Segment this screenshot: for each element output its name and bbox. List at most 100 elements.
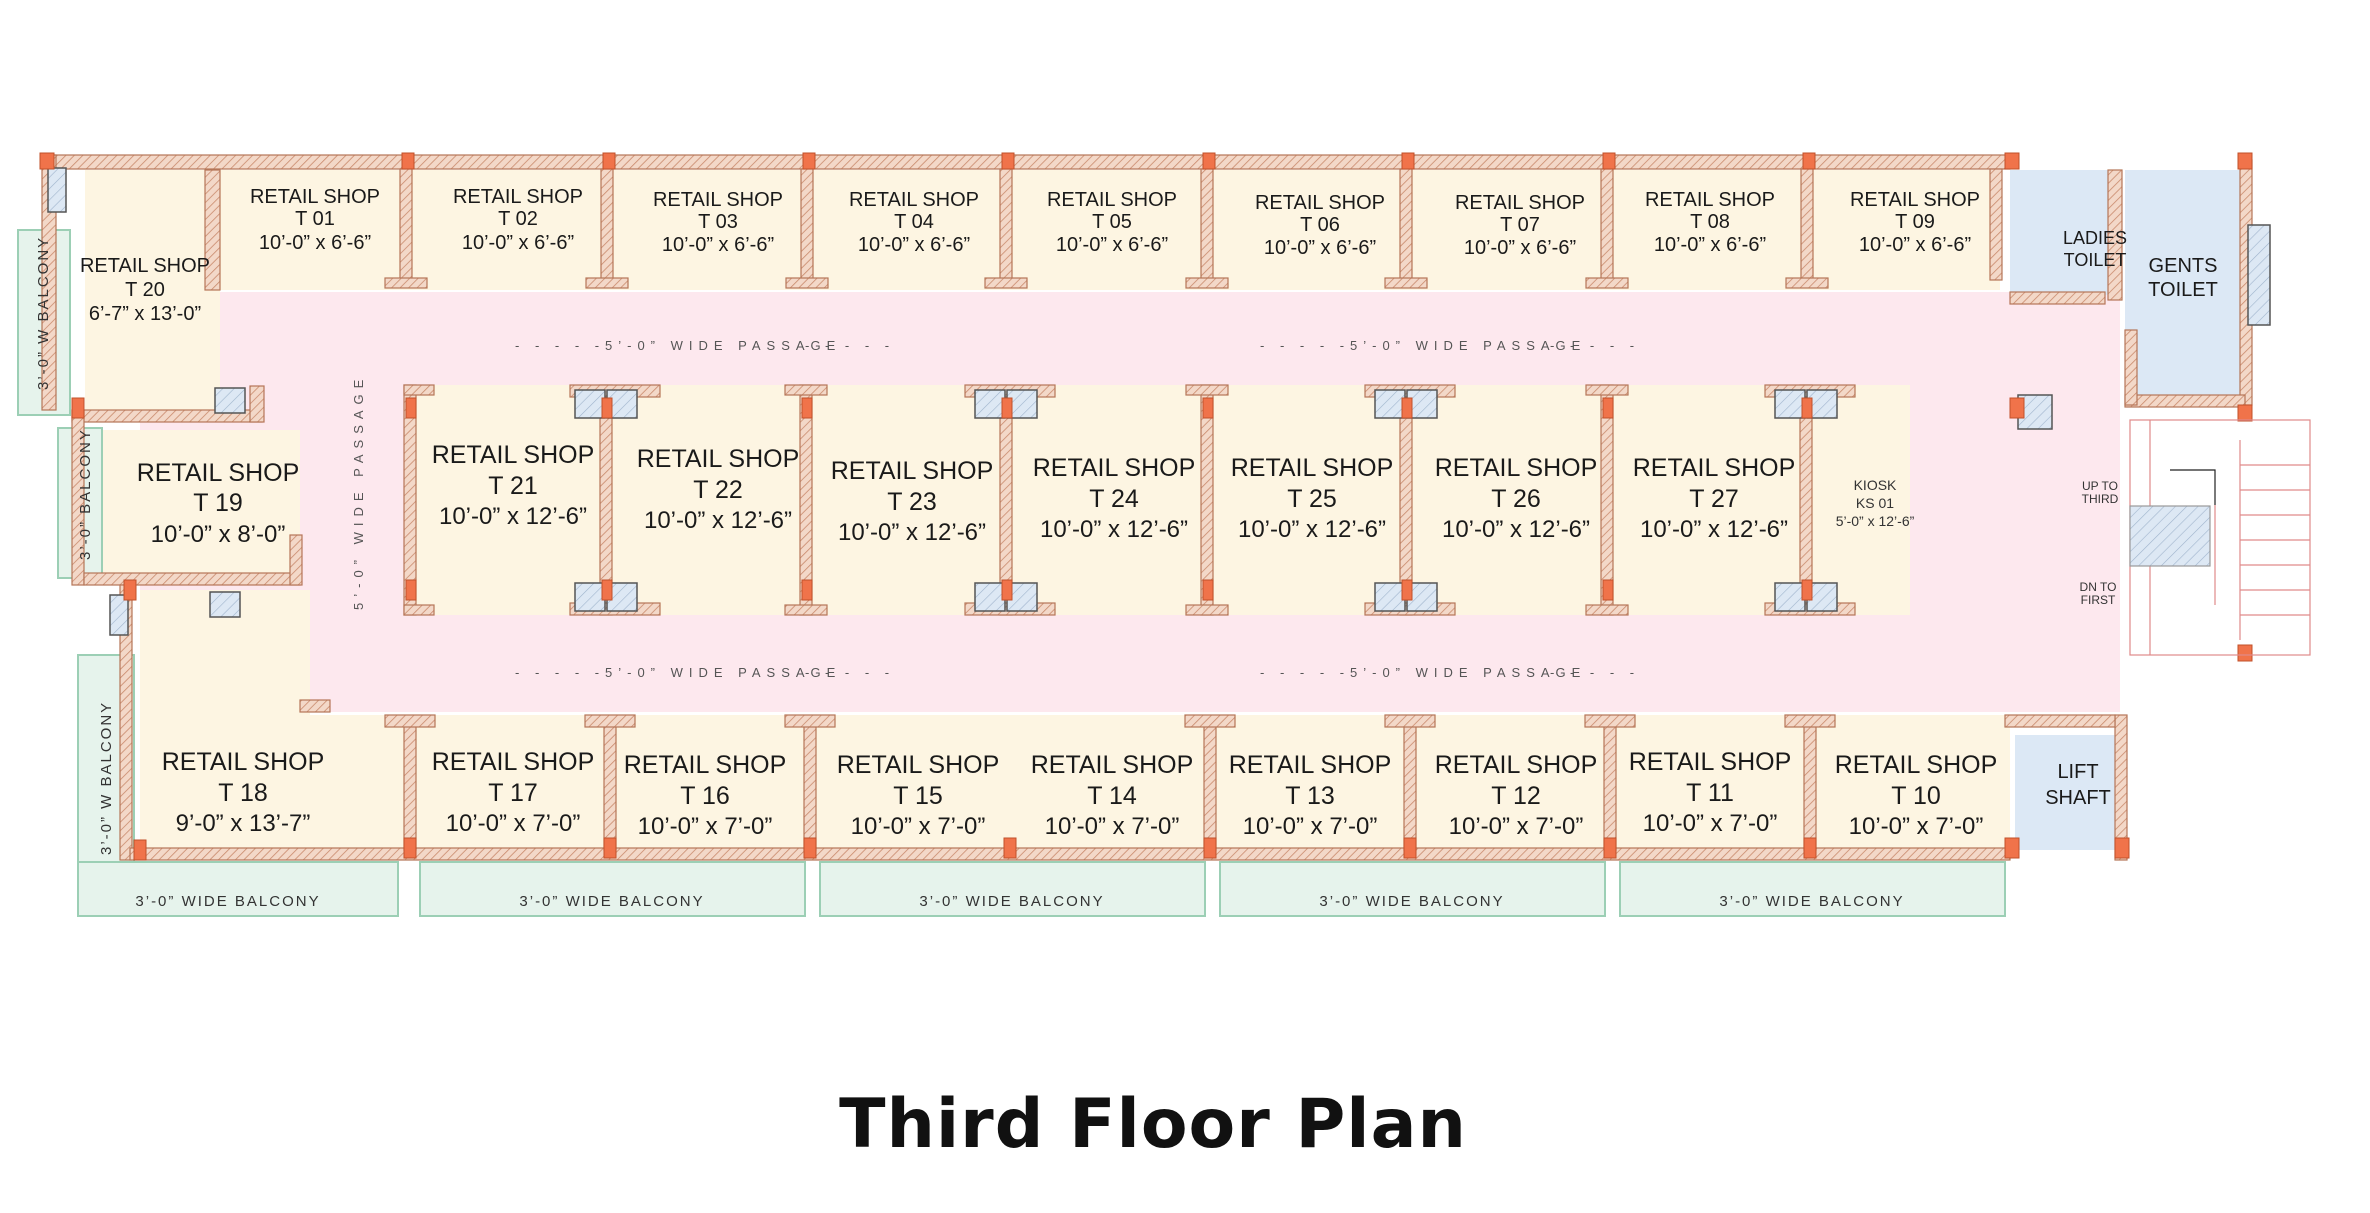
- svg-text:RETAIL SHOP: RETAIL SHOP: [1835, 751, 1998, 779]
- svg-text:T 02: T 02: [498, 208, 538, 230]
- svg-text:3’-0” WIDE BALCONY: 3’-0” WIDE BALCONY: [135, 893, 320, 910]
- svg-text:5’-0” x 12’-6”: 5’-0” x 12’-6”: [1836, 513, 1915, 529]
- svg-text:RETAIL SHOP: RETAIL SHOP: [837, 751, 1000, 779]
- svg-text:9’-0” x 13’-7”: 9’-0” x 13’-7”: [176, 810, 311, 837]
- svg-text:THIRD: THIRD: [2082, 492, 2119, 506]
- svg-text:10’-0” x 6’-6”: 10’-0” x 6’-6”: [1859, 234, 1971, 256]
- svg-text:RETAIL SHOP: RETAIL SHOP: [1255, 192, 1385, 214]
- shop-t18: RETAIL SHOP T 18 9’-0” x 13’-7”: [162, 748, 325, 837]
- svg-text:RETAIL SHOP: RETAIL SHOP: [849, 189, 979, 211]
- passage-label-vertical: 5’-0” WIDE PASSAGE: [351, 374, 366, 610]
- svg-text:T 20: T 20: [125, 279, 165, 301]
- staircase: [2129, 419, 2311, 656]
- svg-text:10’-0” x 6’-6”: 10’-0” x 6’-6”: [1056, 234, 1168, 256]
- svg-text:- - - - -: - - - - -: [1550, 665, 1640, 680]
- svg-text:RETAIL SHOP: RETAIL SHOP: [1633, 454, 1796, 482]
- passage-label-top-left: 5’-0” WIDE PASSAGE: [605, 338, 841, 353]
- svg-text:UP TO: UP TO: [2082, 479, 2118, 493]
- svg-text:10’-0” x 6’-6”: 10’-0” x 6’-6”: [1464, 237, 1576, 259]
- svg-text:T 26: T 26: [1491, 485, 1541, 513]
- svg-text:10’-0” x 12’-6”: 10’-0” x 12’-6”: [439, 503, 587, 530]
- svg-text:10’-0” x 12’-6”: 10’-0” x 12’-6”: [1640, 516, 1788, 543]
- svg-text:RETAIL SHOP: RETAIL SHOP: [831, 457, 994, 485]
- svg-text:RETAIL SHOP: RETAIL SHOP: [637, 445, 800, 473]
- svg-text:T 10: T 10: [1891, 782, 1941, 810]
- svg-text:10’-0” x 7’-0”: 10’-0” x 7’-0”: [1449, 813, 1584, 840]
- svg-text:10’-0” x 7’-0”: 10’-0” x 7’-0”: [1643, 810, 1778, 837]
- svg-text:- - - - -: - - - - -: [805, 338, 895, 353]
- svg-text:T 27: T 27: [1689, 485, 1739, 513]
- svg-text:T 24: T 24: [1089, 485, 1139, 513]
- svg-text:10’-0” x 6’-6”: 10’-0” x 6’-6”: [462, 232, 574, 254]
- svg-text:- - - - -: - - - - -: [515, 338, 605, 353]
- svg-text:3’-0” W BALCONY: 3’-0” W BALCONY: [98, 701, 115, 855]
- svg-text:RETAIL SHOP: RETAIL SHOP: [1033, 454, 1196, 482]
- svg-text:RETAIL SHOP: RETAIL SHOP: [1645, 189, 1775, 211]
- svg-text:10’-0” x 12’-6”: 10’-0” x 12’-6”: [1040, 516, 1188, 543]
- svg-text:KIOSK: KIOSK: [1854, 477, 1897, 493]
- svg-text:RETAIL SHOP: RETAIL SHOP: [653, 189, 783, 211]
- svg-text:10’-0” x 8’-0”: 10’-0” x 8’-0”: [151, 521, 286, 548]
- top-partitions: [384, 168, 2003, 289]
- svg-text:10’-0” x 6’-6”: 10’-0” x 6’-6”: [1264, 237, 1376, 259]
- svg-text:10’-0” x 7’-0”: 10’-0” x 7’-0”: [1045, 813, 1180, 840]
- svg-text:RETAIL SHOP: RETAIL SHOP: [1231, 454, 1394, 482]
- svg-text:10’-0” x 12’-6”: 10’-0” x 12’-6”: [1238, 516, 1386, 543]
- svg-text:T 22: T 22: [693, 476, 743, 504]
- svg-text:3’-0” WIDE BALCONY: 3’-0” WIDE BALCONY: [919, 893, 1104, 910]
- svg-text:RETAIL SHOP: RETAIL SHOP: [1229, 751, 1392, 779]
- svg-text:RETAIL SHOP: RETAIL SHOP: [1850, 189, 1980, 211]
- svg-text:6’-7” x 13’-0”: 6’-7” x 13’-0”: [89, 303, 201, 325]
- svg-text:T 21: T 21: [488, 472, 538, 500]
- svg-text:T 01: T 01: [295, 208, 335, 230]
- svg-text:T 05: T 05: [1092, 211, 1132, 233]
- svg-text:RETAIL SHOP: RETAIL SHOP: [1629, 748, 1792, 776]
- svg-text:- - - - -: - - - - -: [1260, 338, 1350, 353]
- svg-text:- - - - -: - - - - -: [515, 665, 605, 680]
- svg-text:T 16: T 16: [680, 782, 730, 810]
- svg-text:DN TO: DN TO: [2080, 580, 2117, 594]
- svg-text:SHAFT: SHAFT: [2045, 787, 2111, 809]
- svg-text:RETAIL SHOP: RETAIL SHOP: [624, 751, 787, 779]
- svg-text:TOILET: TOILET: [2064, 250, 2127, 270]
- svg-text:T 14: T 14: [1087, 782, 1137, 810]
- room-fills: [85, 170, 2245, 860]
- shops-middle-row: RETAIL SHOP T 21 10’-0” x 12’-6” RETAIL SH…: [432, 441, 1915, 546]
- passage-labels: - - - - - 5’-0” WIDE PASSAGE - - - - - -…: [351, 338, 1640, 680]
- svg-text:10’-0” x 7’-0”: 10’-0” x 7’-0”: [638, 813, 773, 840]
- svg-text:10’-0” x 7’-0”: 10’-0” x 7’-0”: [446, 810, 581, 837]
- svg-text:10’-0” x 12’-6”: 10’-0” x 12’-6”: [644, 507, 792, 534]
- shop-t24: RETAIL SHOP T 24 10’-0” x 12’-6”: [1033, 454, 1196, 543]
- passage-label-top-right: 5’-0” WIDE PASSAGE: [1350, 338, 1586, 353]
- page-title: Third Floor Plan: [839, 1085, 1467, 1164]
- svg-text:T 09: T 09: [1895, 211, 1935, 233]
- svg-text:T 18: T 18: [218, 779, 268, 807]
- svg-text:RETAIL SHOP: RETAIL SHOP: [162, 748, 325, 776]
- svg-text:RETAIL SHOP: RETAIL SHOP: [1047, 189, 1177, 211]
- shop-t27: RETAIL SHOP T 27 10’-0” x 12’-6”: [1633, 454, 1796, 543]
- svg-text:T 06: T 06: [1300, 214, 1340, 236]
- svg-text:LIFT: LIFT: [2057, 761, 2098, 783]
- svg-text:3’-0” WIDE BALCONY: 3’-0” WIDE BALCONY: [519, 893, 704, 910]
- svg-text:FIRST: FIRST: [2081, 593, 2116, 607]
